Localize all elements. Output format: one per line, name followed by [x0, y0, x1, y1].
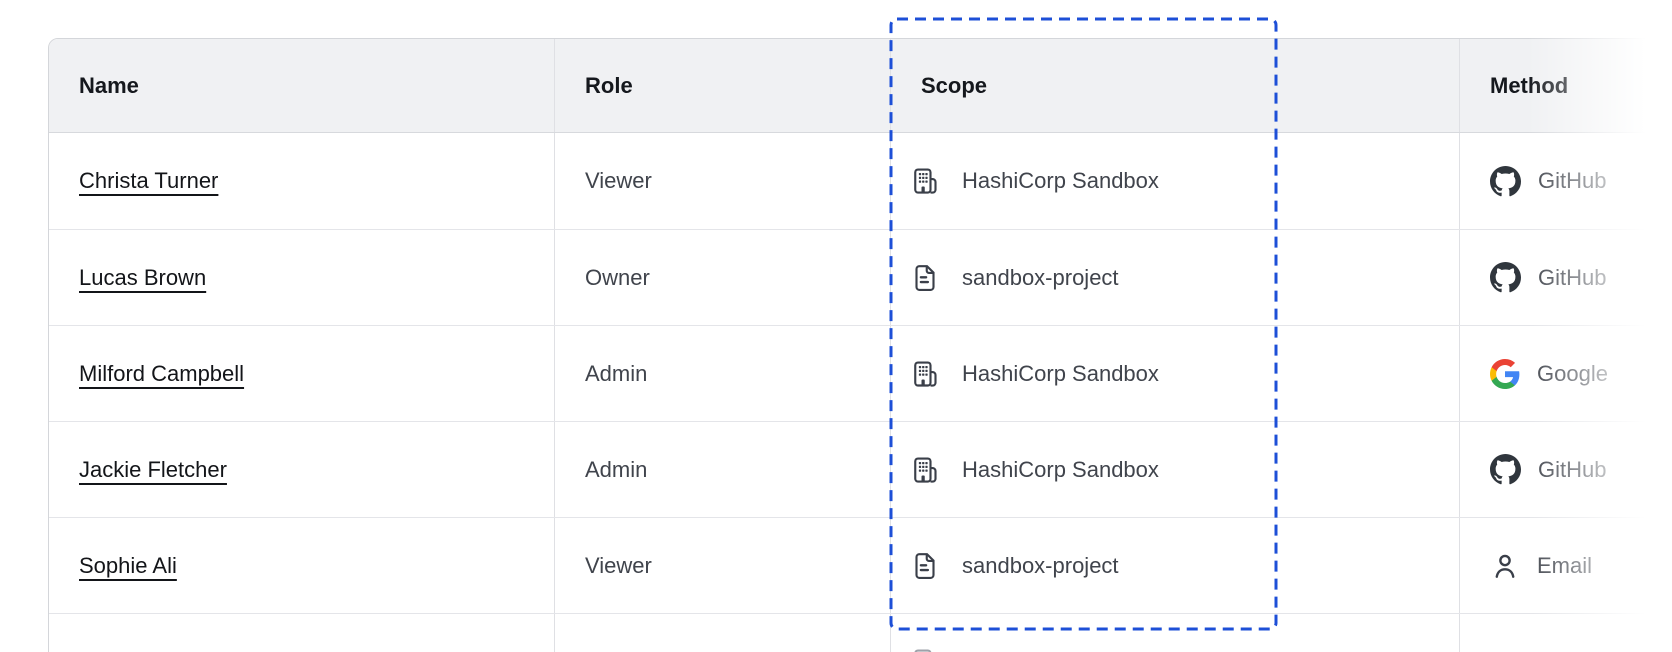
column-header-name: Name	[49, 39, 554, 132]
organization-icon	[910, 166, 940, 196]
role-cell: Admin	[554, 422, 890, 517]
table-header-row: Name Role Scope Method	[49, 39, 1672, 133]
document-icon	[910, 263, 940, 293]
role-value: Viewer	[585, 168, 652, 193]
table-row-partial	[49, 613, 1672, 652]
table-row: Milford Campbell Admin	[49, 325, 1672, 421]
users-table: Name Role Scope Method Christa Turner Vi…	[48, 38, 1672, 652]
method-cell: GitHub	[1459, 133, 1672, 229]
user-name-link[interactable]: Jackie Fletcher	[79, 456, 227, 482]
github-icon	[1490, 262, 1521, 293]
scope-value: HashiCorp Sandbox	[962, 168, 1159, 193]
method-cell: GitHub	[1459, 422, 1672, 517]
method-cell: GitHub	[1459, 230, 1672, 325]
role-cell: Viewer	[554, 518, 890, 613]
person-icon	[1490, 551, 1520, 581]
method-cell: Google	[1459, 326, 1672, 421]
method-value: Email	[1537, 552, 1593, 578]
document-icon	[910, 551, 940, 581]
name-cell: Lucas Brown	[49, 230, 554, 325]
column-header-role-label: Role	[585, 72, 633, 98]
name-cell: Milford Campbell	[49, 326, 554, 421]
role-cell: Owner	[554, 230, 890, 325]
role-cell	[554, 614, 890, 652]
user-name-link[interactable]: Milford Campbell	[79, 360, 245, 386]
scope-cell: HashiCorp Sandbox	[890, 326, 1459, 421]
column-header-scope-label: Scope	[921, 72, 988, 98]
role-value: Admin	[585, 456, 648, 482]
organization-icon	[910, 647, 940, 652]
scope-value: HashiCorp Sandbox	[962, 456, 1159, 482]
role-value: Owner	[585, 264, 650, 290]
scope-cell: HashiCorp Sandbox	[890, 422, 1459, 517]
scope-value: sandbox-project	[962, 552, 1119, 578]
scope-cell: sandbox-project	[890, 230, 1459, 325]
scope-value: sandbox-project	[962, 264, 1119, 290]
method-value: GitHub	[1538, 168, 1607, 193]
scope-value: HashiCorp Sandbox	[962, 360, 1159, 386]
name-cell: Jackie Fletcher	[49, 422, 554, 517]
method-value: GitHub	[1538, 264, 1607, 290]
scope-cell: HashiCorp Sandbox	[890, 133, 1459, 229]
user-name-link[interactable]: Sophie Ali	[79, 552, 177, 578]
column-header-role: Role	[554, 39, 890, 132]
name-cell	[49, 614, 554, 652]
scope-cell	[890, 614, 1459, 652]
role-value: Viewer	[585, 552, 652, 578]
column-header-method: Method	[1459, 39, 1672, 132]
method-cell	[1459, 614, 1672, 652]
github-icon	[1490, 165, 1521, 197]
user-name-link[interactable]: Christa Turner	[79, 168, 219, 193]
method-value: GitHub	[1538, 456, 1607, 482]
role-cell: Viewer	[554, 133, 890, 229]
column-header-scope: Scope	[890, 39, 1459, 132]
role-cell: Admin	[554, 326, 890, 421]
column-header-name-label: Name	[79, 72, 139, 98]
table-row: Jackie Fletcher Admin	[49, 421, 1672, 517]
table-row: Sophie Ali Viewer sandbox-project	[49, 517, 1672, 613]
scope-cell: sandbox-project	[890, 518, 1459, 613]
google-icon	[1490, 358, 1520, 389]
github-icon	[1490, 454, 1521, 485]
organization-icon	[910, 455, 940, 485]
user-name-link[interactable]: Lucas Brown	[79, 264, 207, 290]
method-cell: Email	[1459, 518, 1672, 613]
column-header-method-label: Method	[1490, 72, 1569, 98]
table-row: Lucas Brown Owner sandbox-project GitHub	[49, 229, 1672, 325]
table-row: Christa Turner Viewer	[49, 133, 1672, 229]
method-value: Google	[1537, 360, 1608, 386]
role-value: Admin	[585, 360, 648, 386]
name-cell: Christa Turner	[49, 133, 554, 229]
name-cell: Sophie Ali	[49, 518, 554, 613]
organization-icon	[910, 359, 940, 389]
